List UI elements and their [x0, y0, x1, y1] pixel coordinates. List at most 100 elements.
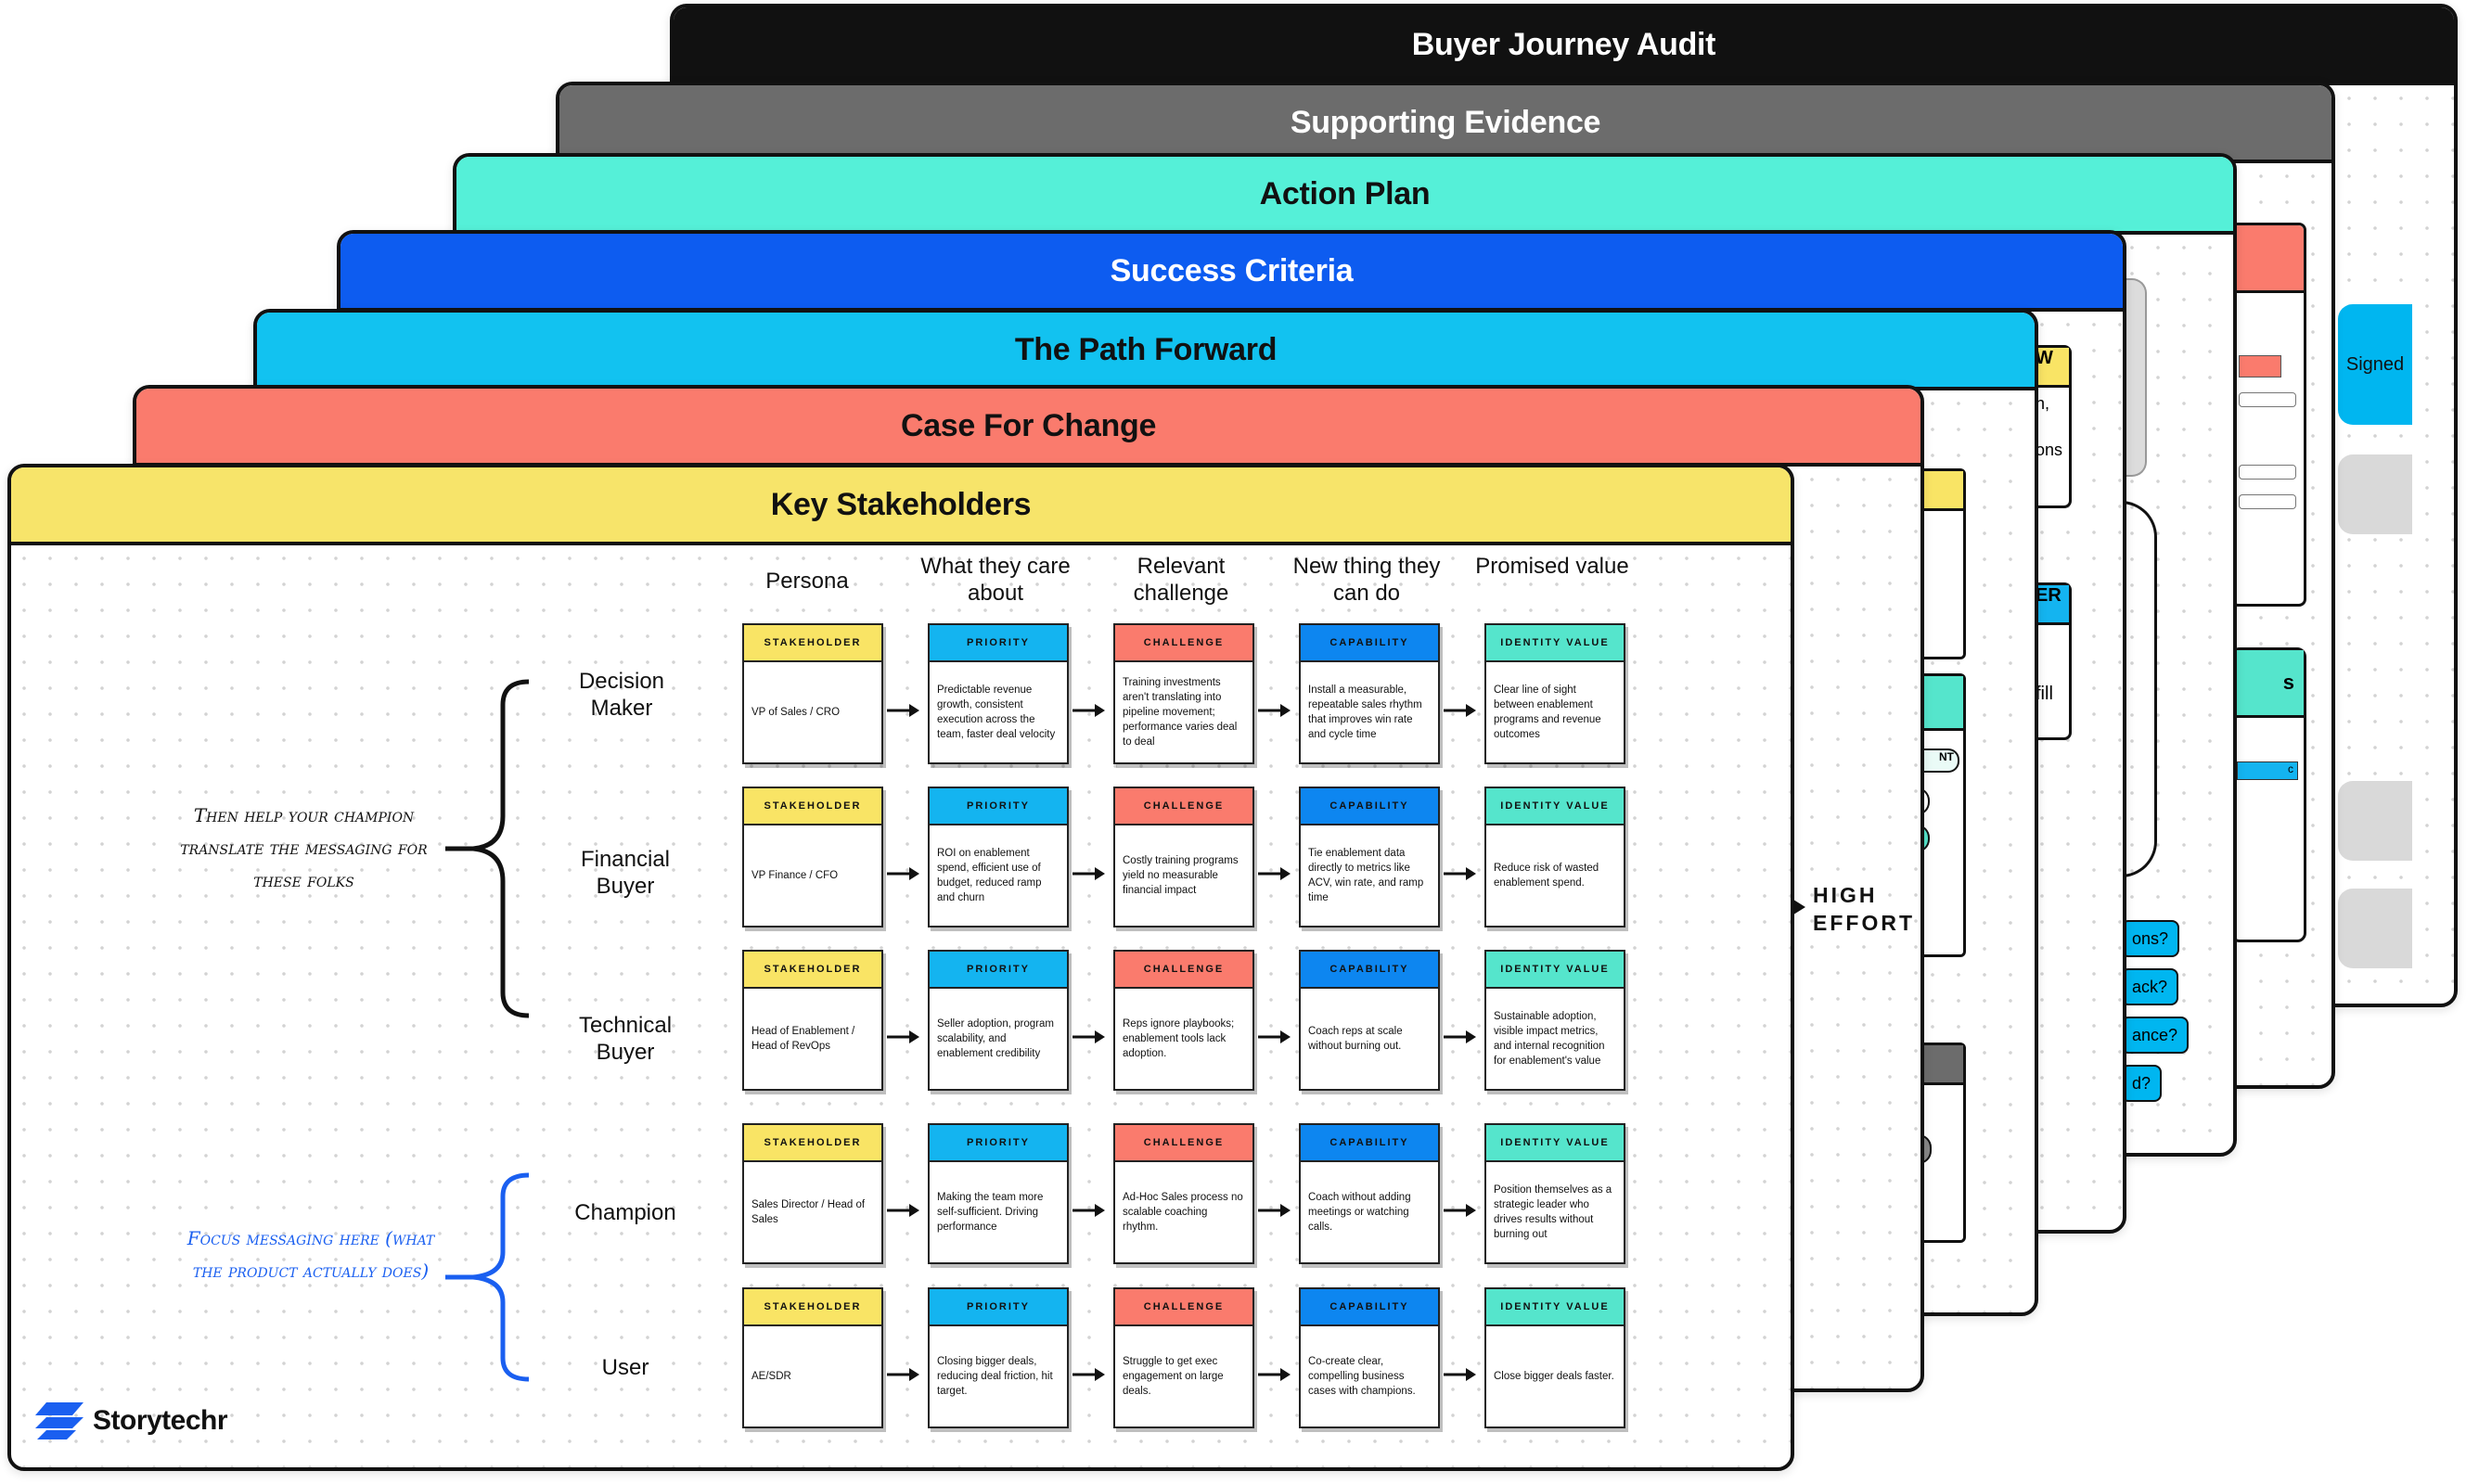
path-fragment	[1917, 468, 1966, 659]
persona-user: User	[601, 1355, 649, 1380]
stakeholder-text: VP Finance / CFO	[751, 870, 839, 881]
card-title: Key Stakeholders	[770, 486, 1032, 522]
arrow-right-icon	[887, 1204, 919, 1217]
priority-text: Closing bigger deals, reducing deal fric…	[937, 1356, 1053, 1397]
path-forward-header: The Path Forward	[257, 313, 2035, 390]
action-plan-header: Action Plan	[456, 157, 2233, 235]
capability-tag: CAPABILITY	[1301, 788, 1438, 825]
stakeholder-text: VP of Sales / CRO	[751, 707, 841, 718]
priority-tag: PRIORITY	[930, 952, 1067, 989]
gray-stage-chip	[2338, 889, 2412, 968]
capability-tag: CAPABILITY	[1301, 625, 1438, 662]
arrow-right-icon	[1444, 1204, 1476, 1217]
stakeholder-text: Sales Director / Head of Sales	[751, 1199, 866, 1225]
fragment-label: n,	[2036, 394, 2050, 413]
arrow-right-icon	[1072, 1204, 1105, 1217]
question-chip-label: ack?	[2132, 977, 2168, 996]
identity-text: Reduce risk of wasted enablement spend.	[1494, 863, 1599, 889]
case-for-change-header: Case For Change	[136, 389, 1920, 467]
identity-tag: IDENTITY VALUE	[1486, 1125, 1624, 1162]
stakeholder-tag: STAKEHOLDER	[744, 625, 881, 662]
capability-card[interactable]: CAPABILITY Tie enablement data directly t…	[1299, 787, 1440, 928]
arrow-right-icon	[887, 1030, 919, 1043]
question-chip[interactable]: ack?	[2121, 968, 2179, 1005]
stakeholder-tag: STAKEHOLDER	[744, 1125, 881, 1162]
priority-text: ROI on enablement spend, efficient use o…	[937, 848, 1042, 903]
priority-tag: PRIORITY	[930, 788, 1067, 825]
challenge-card[interactable]: CHALLENGE Struggle to get exec engagement…	[1113, 1287, 1254, 1428]
logo-text: Storytechr	[93, 1405, 228, 1436]
card-title: The Path Forward	[1014, 331, 1278, 367]
challenge-text: Struggle to get exec engagement on large…	[1123, 1356, 1224, 1397]
fragment-label: fill	[2036, 684, 2053, 704]
fragment-label: s	[2233, 650, 2304, 718]
question-chip[interactable]: ons?	[2121, 920, 2180, 957]
question-chip-label: d?	[2132, 1073, 2151, 1093]
question-chip[interactable]: ance?	[2121, 1017, 2190, 1054]
key-stakeholders-header: Key Stakeholders	[11, 467, 1791, 545]
question-chip-label: ons?	[2132, 928, 2169, 948]
high-effort-label: HIGH EFFORT	[1791, 881, 1915, 937]
stakeholder-text: Head of Enablement / Head of RevOps	[751, 1026, 855, 1052]
arrow-right-icon	[887, 1368, 919, 1381]
challenge-tag: CHALLENGE	[1115, 625, 1252, 662]
capability-text: Tie enablement data directly to metrics …	[1308, 848, 1424, 903]
gray-stage-chip	[2338, 781, 2412, 861]
challenge-tag: CHALLENGE	[1115, 952, 1252, 989]
card-title: Buyer Journey Audit	[1411, 26, 1716, 62]
fragment-label: ons	[2036, 441, 2063, 459]
arrow-right-icon	[1072, 704, 1105, 717]
stakeholder-tag: STAKEHOLDER	[744, 1289, 881, 1326]
arrow-right-icon	[1444, 1030, 1476, 1043]
capability-tag: CAPABILITY	[1301, 1125, 1438, 1162]
question-chip[interactable]: d?	[2121, 1065, 2163, 1102]
priority-tag: PRIORITY	[930, 1289, 1067, 1326]
stakeholder-tag: STAKEHOLDER	[744, 788, 881, 825]
column-header-persona: Persona	[765, 569, 849, 594]
question-chip-label: ance?	[2132, 1025, 2178, 1044]
evidence-panel-fragment	[2230, 223, 2306, 607]
card-title: Case For Change	[900, 407, 1157, 443]
high-effort-text: HIGH EFFORT	[1813, 883, 1915, 935]
priority-card[interactable]: PRIORITY Closing bigger deals, reducing d…	[928, 1287, 1069, 1428]
identity-text: Sustainable adoption, visible impact met…	[1494, 1011, 1605, 1067]
column-header-care: What they care about	[920, 554, 1071, 606]
identity-text: Close bigger deals faster.	[1494, 1371, 1614, 1382]
identity-card[interactable]: IDENTITY VALUE Position themselves as a s…	[1484, 1123, 1625, 1264]
arrow-right-icon	[1072, 1030, 1105, 1043]
challenge-text: Reps ignore playbooks; enablement tools …	[1123, 1018, 1235, 1059]
challenge-card[interactable]: CHALLENGE Reps ignore playbooks; enableme…	[1113, 950, 1254, 1091]
priority-text: Making the team more self-sufficient. Dr…	[937, 1192, 1044, 1233]
fragment-label: c	[2237, 761, 2298, 780]
arrow-right-icon	[1444, 867, 1476, 880]
stakeholder-card[interactable]: STAKEHOLDER VP of Sales / CRO	[742, 623, 883, 764]
champion-translate-note: Then help your champion translate the me…	[180, 804, 428, 891]
stakeholder-card[interactable]: STAKEHOLDER Sales Director / Head of Sale…	[742, 1123, 883, 1264]
challenge-tag: CHALLENGE	[1115, 788, 1252, 825]
challenge-tag: CHALLENGE	[1115, 1125, 1252, 1162]
priority-card[interactable]: PRIORITY ROI on enablement spend, efficie…	[928, 787, 1069, 928]
challenge-tag: CHALLENGE	[1115, 1289, 1252, 1326]
brace-black	[445, 679, 530, 1018]
arrow-right-icon	[887, 867, 919, 880]
stakeholder-card[interactable]: STAKEHOLDER VP Finance / CFO	[742, 787, 883, 928]
identity-text: Position themselves as a strategic leade…	[1494, 1184, 1612, 1240]
arrow-right-icon	[1072, 1368, 1105, 1381]
buyer-journey-audit-header: Buyer Journey Audit	[674, 7, 2454, 85]
